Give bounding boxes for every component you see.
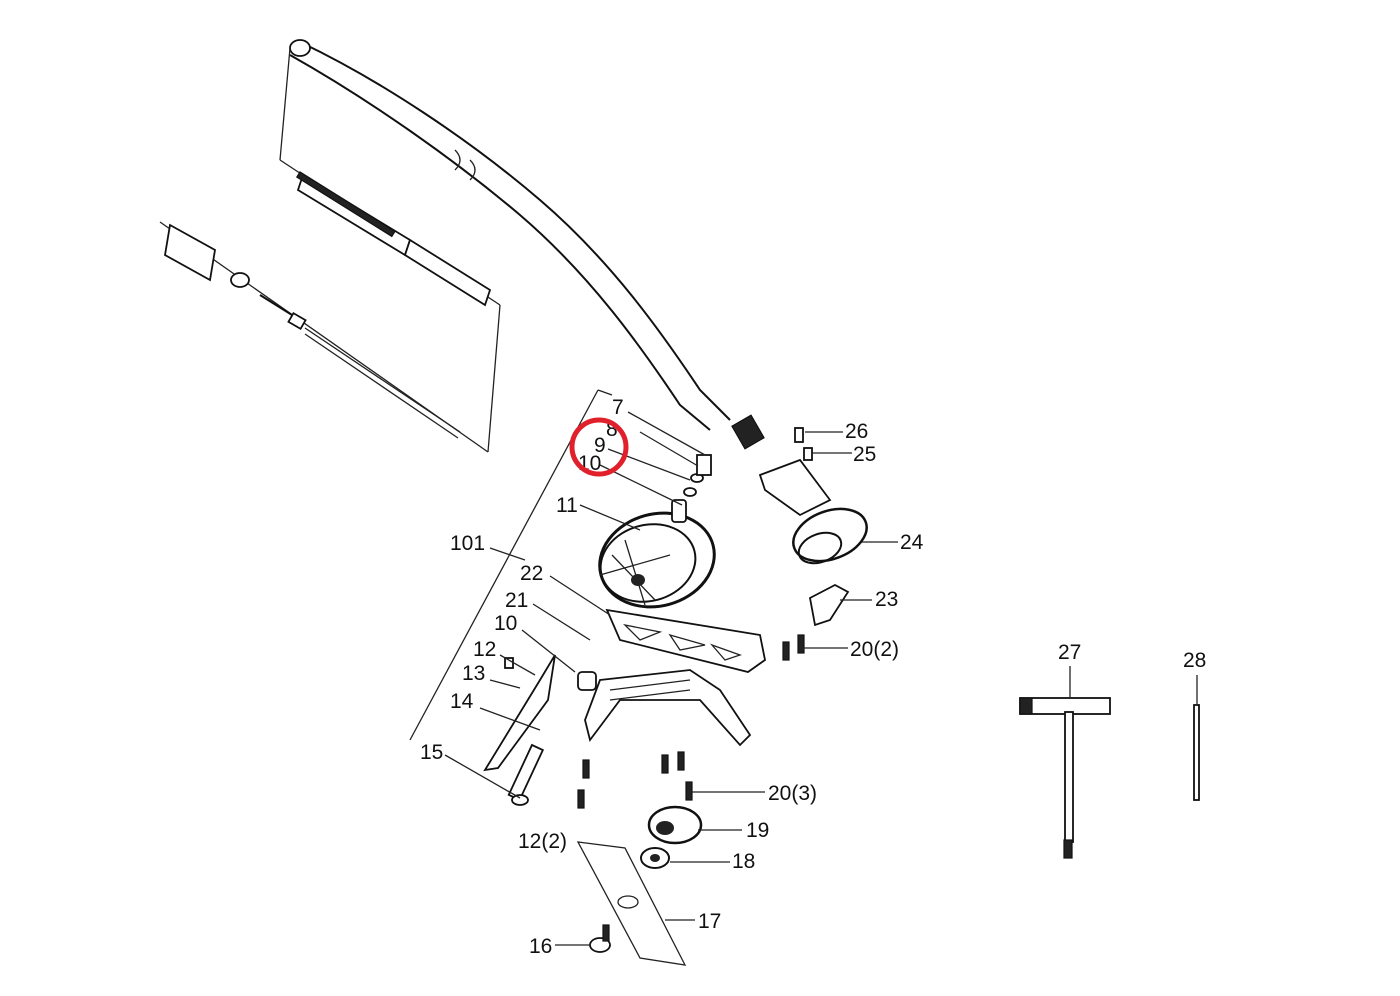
- blade-14-15: [483, 654, 556, 806]
- label-21: 21: [505, 589, 528, 612]
- parts-callout-frame: [409, 389, 613, 741]
- guard-21: [577, 669, 752, 747]
- inner-tube-pieces: [295, 171, 492, 307]
- label-101: 101: [450, 532, 485, 555]
- label-12: 12: [473, 638, 496, 661]
- rod-28: [1193, 704, 1200, 801]
- label-7: 7: [612, 396, 624, 419]
- label-26: 26: [845, 420, 868, 443]
- label-15: 15: [420, 741, 443, 764]
- label-16: 16: [529, 935, 552, 958]
- label-19: 19: [746, 819, 769, 842]
- shaft-tube: [289, 39, 765, 450]
- label-11: 11: [556, 494, 578, 517]
- label-9: 9: [594, 434, 606, 457]
- label-23: 23: [875, 588, 898, 611]
- label-10-lower: 10: [494, 612, 517, 635]
- label-27: 27: [1058, 641, 1081, 664]
- label-20-3: 20(3): [768, 782, 817, 805]
- leader-lines: [444, 411, 1198, 946]
- screws-20: [577, 634, 805, 809]
- label-12-2: 12(2): [518, 830, 567, 853]
- label-18: 18: [732, 850, 755, 873]
- bolt-16: [589, 924, 611, 953]
- label-13: 13: [462, 662, 485, 685]
- clip-23: [808, 583, 850, 627]
- label-28: 28: [1183, 649, 1206, 672]
- label-17: 17: [698, 910, 721, 933]
- blade-17: [576, 841, 687, 966]
- label-14: 14: [450, 690, 474, 713]
- label-20-2: 20(2): [850, 638, 899, 661]
- part-labels: 7 8 9 10 11 101 22 21 10 12 13 14 15 12(…: [420, 396, 1206, 958]
- washers-18-19: [640, 805, 703, 869]
- drive-shaft: [164, 223, 461, 439]
- label-22: 22: [520, 562, 543, 585]
- label-8: 8: [606, 418, 618, 441]
- t-wrench-27: [1019, 697, 1111, 859]
- wheel-11: [598, 454, 716, 609]
- gear-head-24: [758, 427, 868, 565]
- label-24: 24: [900, 531, 924, 554]
- label-25: 25: [853, 443, 876, 466]
- bracket-22: [605, 608, 766, 673]
- highlight-circle: [569, 417, 629, 477]
